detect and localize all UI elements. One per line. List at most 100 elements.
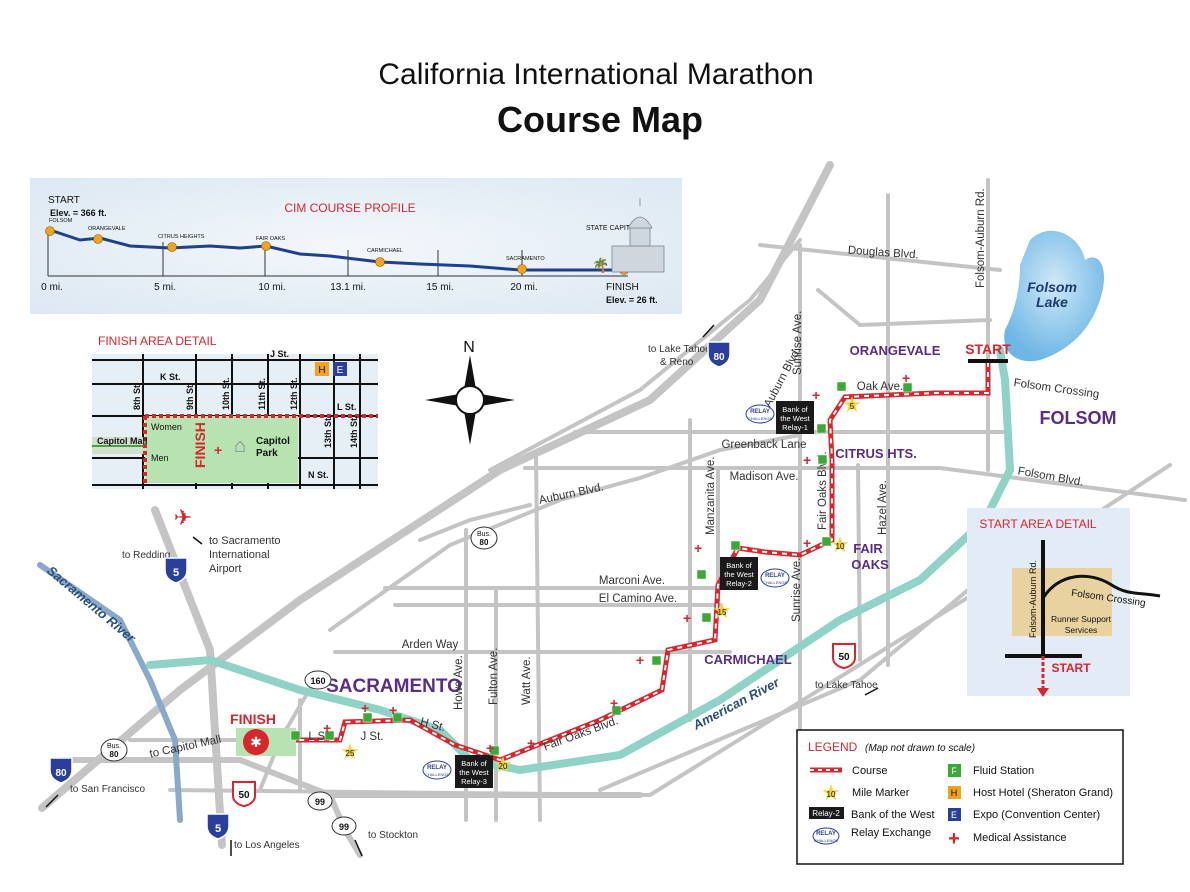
- svg-text:★: ★: [830, 532, 850, 557]
- road-hazel: Hazel Ave.: [877, 480, 889, 535]
- road-folsom-crossing: Folsom Crossing: [1013, 377, 1100, 401]
- svg-text:+: +: [527, 735, 535, 751]
- svg-text:FOLSOM: FOLSOM: [49, 218, 73, 224]
- svg-text:10 mi.: 10 mi.: [258, 282, 285, 293]
- finish-label: FINISH: [230, 711, 276, 727]
- svg-text:+: +: [683, 610, 691, 626]
- start-detail-services-2: Services: [1065, 625, 1098, 635]
- svg-text:SACRAMENTO: SACRAMENTO: [506, 256, 545, 262]
- svg-text:+: +: [902, 370, 910, 386]
- road-douglas: Douglas Blvd.: [847, 245, 919, 262]
- svg-text:0 mi.: 0 mi.: [41, 282, 63, 293]
- road-el-camino: El Camino Ave.: [599, 593, 677, 605]
- svg-text:RELAY: RELAY: [427, 765, 447, 771]
- svg-text:⌂: ⌂: [234, 435, 246, 457]
- svg-text:Bank of: Bank of: [782, 405, 808, 414]
- finish-detail-men: Men: [151, 453, 169, 463]
- svg-text:+: +: [323, 720, 331, 736]
- profile-finish: FINISH: [606, 282, 639, 293]
- svg-text:✱: ✱: [250, 734, 262, 750]
- road-to-airport-2: International: [209, 549, 270, 561]
- svg-text:J St.: J St.: [270, 349, 289, 359]
- svg-text:+: +: [803, 452, 811, 468]
- course-route: [275, 362, 991, 763]
- svg-text:K St.: K St.: [160, 372, 181, 382]
- place-orangevale: ORANGEVALE: [850, 343, 941, 358]
- svg-text:20: 20: [499, 762, 508, 771]
- finish-detail-finish: FINISH: [192, 422, 208, 468]
- start-detail-title: START AREA DETAIL: [979, 517, 1096, 531]
- svg-text:CITRUS HEIGHTS: CITRUS HEIGHTS: [158, 234, 205, 240]
- svg-text:+: +: [361, 700, 369, 716]
- profile-ticks: 0 mi. 5 mi. 10 mi. 13.1 mi. 15 mi. 20 mi…: [41, 282, 537, 293]
- road-fulton: Fulton Ave.: [488, 648, 500, 705]
- svg-text:Bus.: Bus.: [107, 743, 121, 750]
- svg-text:FAIR OAKS: FAIR OAKS: [256, 236, 285, 242]
- relay-exchanges: Bank of the West Relay-1 RELAY CHALLENGE…: [422, 401, 814, 788]
- american-river-label: American River: [689, 674, 782, 733]
- road-to-tahoe: to Lake Tahoe: [815, 680, 878, 691]
- folsom-lake-label-1: Folsom: [1027, 279, 1077, 295]
- svg-text:50: 50: [238, 790, 250, 801]
- svg-text:L St.: L St.: [337, 402, 356, 412]
- legend-title: LEGEND: [808, 740, 858, 754]
- us50-shield: 50: [832, 643, 856, 670]
- svg-text:15: 15: [718, 608, 727, 617]
- profile-start-elev: Elev. = 366 ft.: [50, 208, 107, 218]
- profile-finish-elev: Elev. = 26 ft.: [606, 295, 658, 305]
- road-greenback: Greenback Lane: [721, 439, 806, 451]
- svg-text:E: E: [951, 810, 957, 820]
- legend-expo: Expo (Convention Center): [973, 809, 1100, 821]
- svg-text:Bus.: Bus.: [477, 531, 491, 538]
- aid-stations: +++ +++ +++ +++ +: [290, 370, 913, 756]
- us50-shield: 50: [232, 781, 256, 808]
- svg-text:+: +: [636, 652, 644, 668]
- mile-marker-10: ★10: [830, 532, 850, 557]
- start-detail-start: START: [1051, 661, 1091, 675]
- profile-places: FOLSOM ORANGEVALE CITRUS HEIGHTS FAIR OA…: [49, 218, 545, 262]
- svg-text:Bank of: Bank of: [461, 759, 487, 768]
- place-sacramento: SACRAMENTO: [326, 676, 462, 697]
- svg-text:CHALLENGE: CHALLENGE: [763, 580, 788, 585]
- bus80-shield: Bus. 80: [100, 738, 128, 762]
- finish-detail-streets: J St. K St. L St. N St. 8th St. 9th St. …: [132, 349, 359, 480]
- svg-text:+: +: [486, 740, 494, 756]
- svg-text:H: H: [951, 788, 958, 798]
- road-marconi: Marconi Ave.: [599, 575, 665, 587]
- svg-text:★: ★: [712, 598, 732, 623]
- svg-text:+: +: [610, 695, 618, 711]
- legend-course: Course: [852, 765, 887, 777]
- svg-text:80: 80: [480, 538, 489, 547]
- airplane-icon: ✈: [174, 505, 192, 530]
- svg-text:80: 80: [55, 768, 67, 779]
- svg-text:9th St.: 9th St.: [185, 382, 195, 410]
- svg-text:5: 5: [215, 823, 221, 835]
- road-j-st: J St.: [360, 731, 383, 743]
- svg-text:99: 99: [339, 822, 349, 832]
- place-carmichael: CARMICHAEL: [704, 652, 791, 667]
- profile-title: CIM COURSE PROFILE: [284, 201, 415, 215]
- direction-arrows: [45, 324, 879, 857]
- road-folsom-blvd: Folsom Blvd.: [1017, 465, 1085, 488]
- svg-text:160: 160: [310, 676, 325, 686]
- start-label: START: [965, 341, 1011, 357]
- svg-text:99: 99: [315, 797, 325, 807]
- ca99-shield: 99: [307, 791, 333, 811]
- svg-text:N St.: N St.: [308, 470, 329, 480]
- svg-text:80: 80: [713, 352, 725, 363]
- finish-detail-expo: E: [337, 365, 344, 376]
- svg-text:the West: the West: [780, 414, 810, 423]
- svg-text:Relay-2: Relay-2: [726, 579, 752, 588]
- svg-text:RELAY: RELAY: [750, 409, 770, 415]
- mile-markers: ★5 ★10 ★15 ★20 ★25: [340, 392, 862, 777]
- svg-text:5: 5: [173, 567, 179, 579]
- svg-text:+: +: [214, 442, 222, 458]
- svg-text:Relay-1: Relay-1: [782, 423, 808, 432]
- svg-text:12th St.: 12th St.: [289, 377, 299, 410]
- svg-text:11th St.: 11th St.: [257, 378, 267, 410]
- road-fair-oaks-blvd-2: Fair Oaks Blvd.: [542, 715, 620, 753]
- bus80-shield: Bus. 80: [470, 526, 498, 550]
- road-sunrise: Sunrise Ave.: [792, 311, 804, 375]
